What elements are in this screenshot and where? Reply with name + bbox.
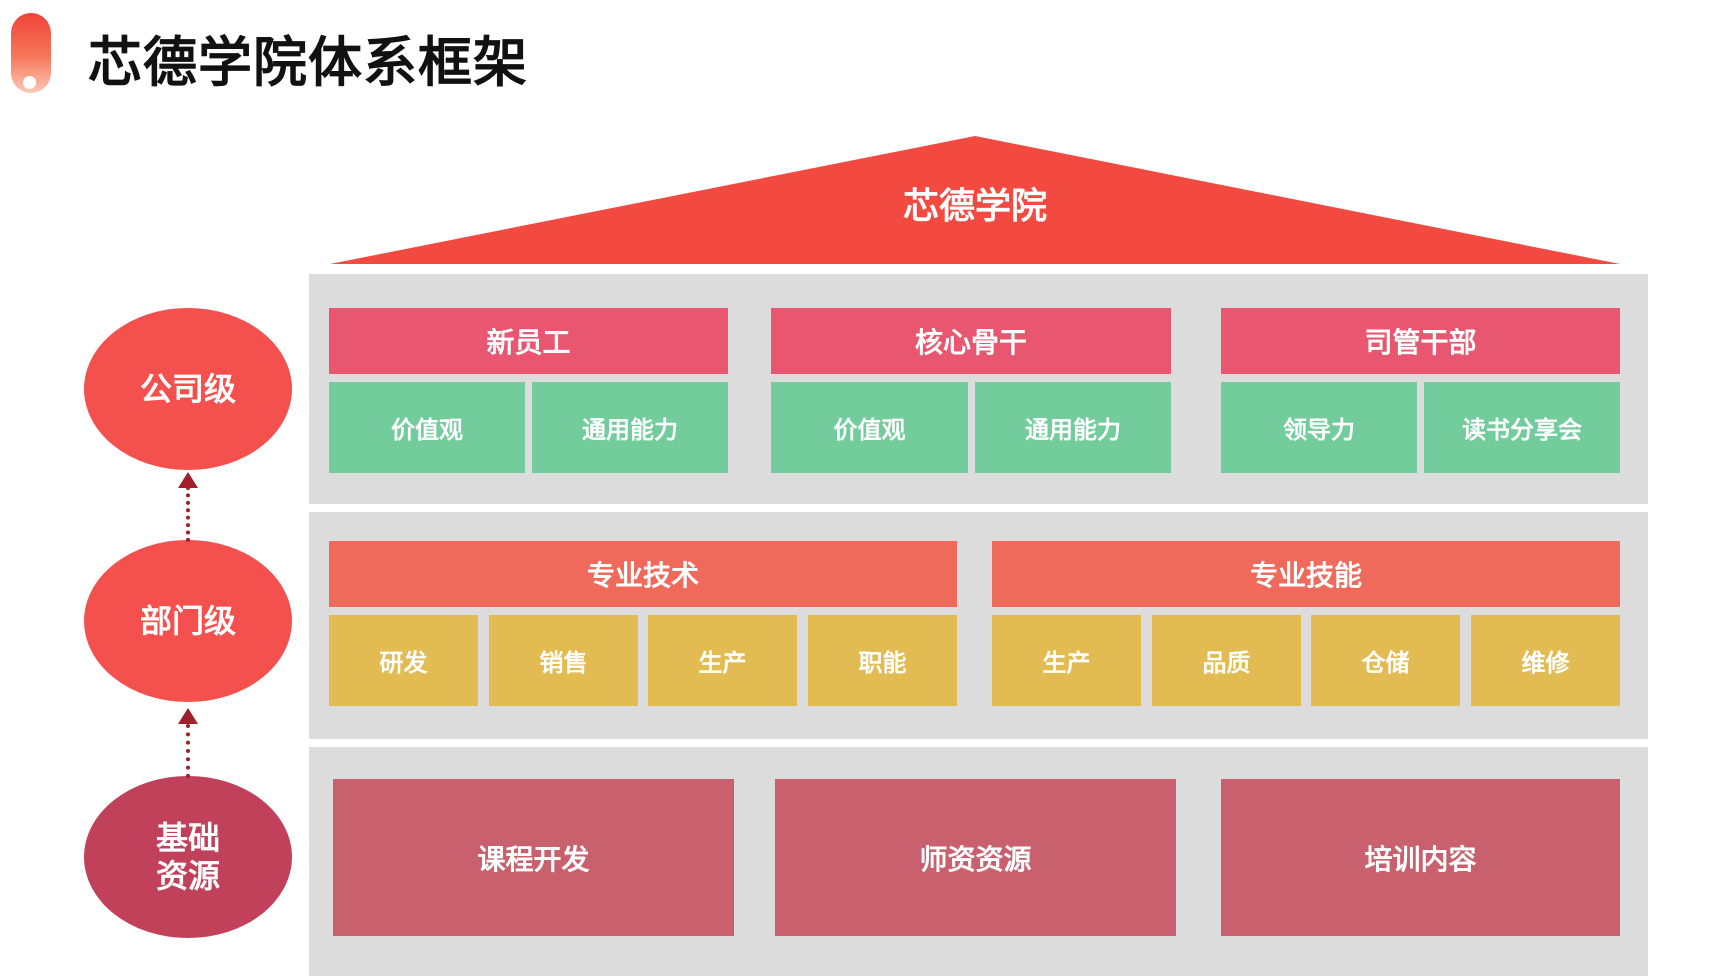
foundation-item: 师资资源 xyxy=(775,779,1176,936)
arrow-up-icon xyxy=(178,708,198,724)
department-group-item: 研发 xyxy=(329,615,478,706)
department-group-item: 生产 xyxy=(992,615,1141,706)
title-accent-dot xyxy=(23,76,36,89)
arrow-line-dept-to-company xyxy=(186,486,190,542)
foundation-level-label: 基础 资源 xyxy=(155,818,220,895)
company-group-header: 司管干部 xyxy=(1221,308,1620,374)
arrow-line-base-to-dept xyxy=(186,724,190,778)
company-group-header: 核心骨干 xyxy=(771,308,1171,374)
company-group-item: 价值观 xyxy=(329,382,525,473)
department-group-item: 职能 xyxy=(808,615,957,706)
department-group-header: 专业技术 xyxy=(329,541,957,607)
company-group-header: 新员工 xyxy=(329,308,728,374)
company-group-item: 通用能力 xyxy=(532,382,728,473)
department-group-item: 品质 xyxy=(1152,615,1301,706)
department-group-item: 仓储 xyxy=(1311,615,1460,706)
department-group-item: 维修 xyxy=(1471,615,1620,706)
department-group-header: 专业技能 xyxy=(992,541,1620,607)
department-level-oval: 部门级 xyxy=(84,540,292,702)
company-group-item: 价值观 xyxy=(771,382,968,473)
roof-triangle xyxy=(330,136,1620,264)
company-level-oval: 公司级 xyxy=(84,308,292,470)
foundation-item: 课程开发 xyxy=(333,779,734,936)
company-group-item: 领导力 xyxy=(1221,382,1417,473)
company-group-item: 通用能力 xyxy=(975,382,1171,473)
department-level-label: 部门级 xyxy=(139,601,236,640)
department-group-item: 销售 xyxy=(489,615,638,706)
foundation-item: 培训内容 xyxy=(1221,779,1620,936)
foundation-level-oval: 基础 资源 xyxy=(84,776,292,938)
department-group-item: 生产 xyxy=(648,615,797,706)
arrow-up-icon xyxy=(178,472,198,488)
company-group-item: 读书分享会 xyxy=(1424,382,1620,473)
company-level-label: 公司级 xyxy=(139,369,236,408)
roof-label: 芯德学院 xyxy=(902,186,1047,227)
page-title: 芯德学院体系框架 xyxy=(88,31,528,94)
